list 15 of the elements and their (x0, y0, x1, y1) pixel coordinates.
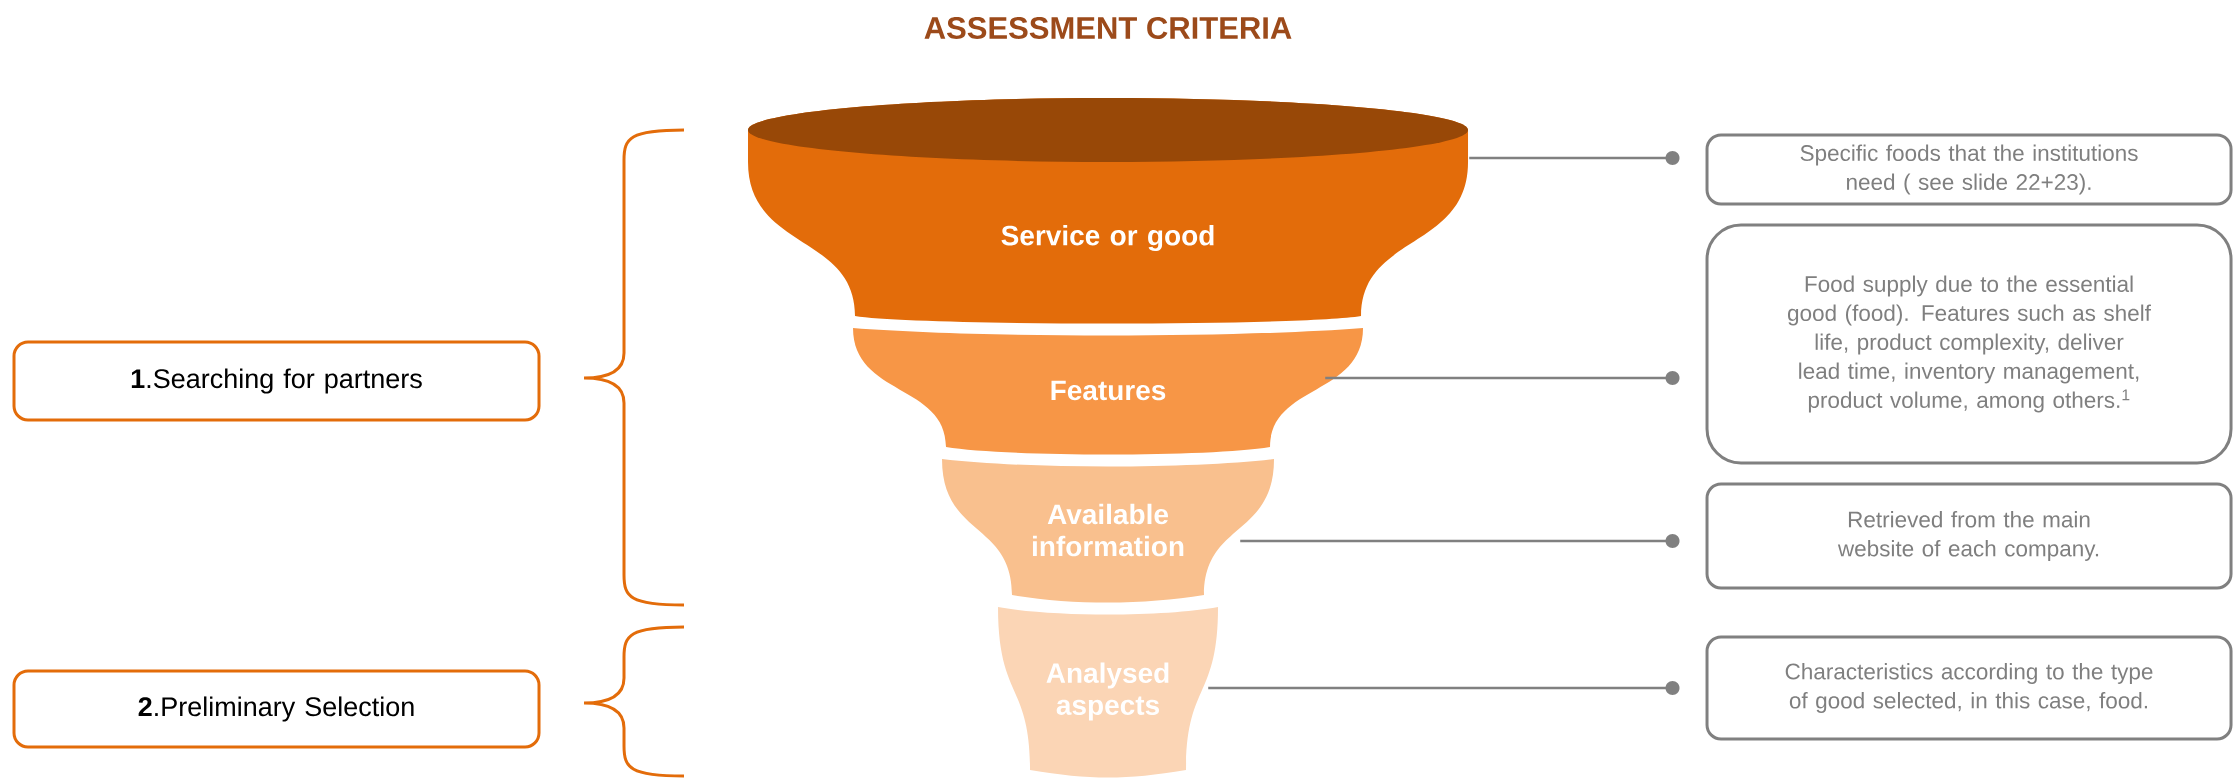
note-box: Specific foods that the institutions need ( see slide 22+23). (1705, 133, 2233, 206)
note-box: Characteristics according to the type of good selected, in this case, food. (1705, 635, 2233, 741)
connector-line (1469, 151, 1680, 165)
title: ASSESSMENT CRITERIA (924, 17, 1292, 39)
connector-line (1325, 371, 1680, 385)
note-box: Retrieved from the main website of each company. (1705, 482, 2233, 590)
funnel-layer: Service or good (748, 98, 1468, 324)
funnel-layer: Features (853, 328, 1363, 455)
step-box: 2.Preliminary Selection (12, 669, 541, 749)
note-box: Food supply due to the essential good (food). Features such as shelf life, product complexity, deliver lead time, inventory management, product volume, among others.$^{1}$ (1705, 223, 2233, 465)
step-box: 1.Searching for partners (12, 340, 541, 422)
funnel-layer: Available information (942, 459, 1274, 603)
connector-line (1208, 681, 1680, 695)
connector-line (1240, 534, 1680, 548)
funnel-layer: Analysed aspects (998, 607, 1218, 778)
